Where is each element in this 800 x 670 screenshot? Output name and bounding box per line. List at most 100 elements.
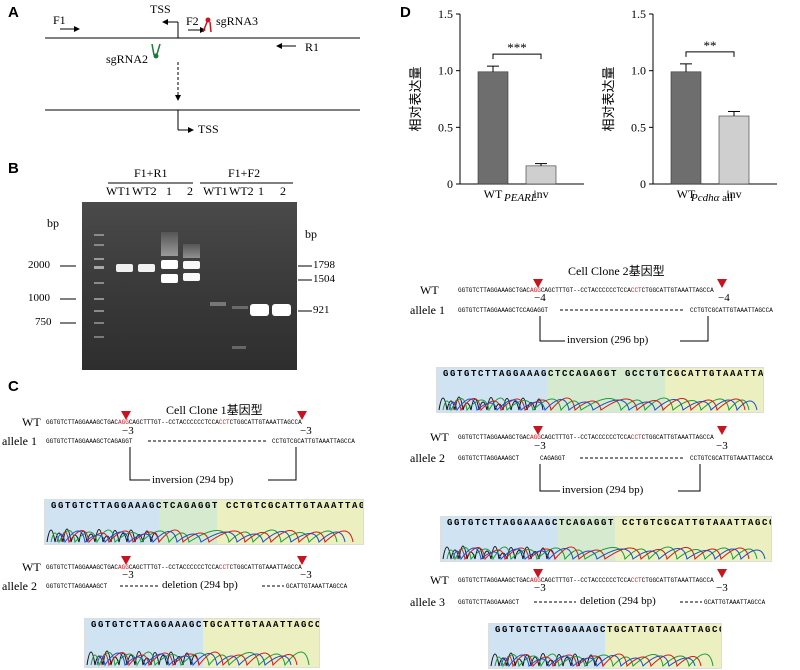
clone1-allele2-seq-right: GCATTGTAAATTAGCCA	[286, 583, 348, 590]
tss-top-label: TSS	[150, 2, 171, 16]
chromatogram-bases: GGTGTCTTAGGAAAGCTCAGAGGT CCTGTCGCATTGTAA…	[51, 501, 364, 511]
bp-right-label: bp	[305, 227, 317, 241]
clone1-allele1-seq-left: GGTGTCTTAGGAAAGCTCAGAGGT	[46, 438, 133, 445]
lane-label: 1	[258, 184, 264, 198]
clone1-cut-minus3: −3	[300, 569, 312, 581]
clone2-allele1-label: allele 1	[410, 303, 445, 317]
clone2-inversion296-label: inversion (296 bp)	[567, 334, 649, 346]
clone1-wt2-label: WT	[22, 560, 41, 574]
clone2-cut-minus4: −4	[534, 292, 546, 304]
trace-peaks	[442, 545, 766, 561]
y-tick-label: 1.0	[631, 64, 646, 78]
scissors-icon	[202, 17, 212, 33]
gel-group1-label: F1+R1	[134, 166, 168, 180]
sgrna2-label: sgRNA2	[106, 52, 149, 66]
clone1-inversion-label: inversion (294 bp)	[152, 474, 234, 486]
significance-label: **	[704, 38, 717, 53]
y-tick-label: 0.5	[438, 120, 453, 134]
clone2-allele2-seq-mid: CAGAGGT	[540, 455, 566, 462]
clone1-cut-minus3: −3	[122, 425, 134, 437]
band-label-1798: 1798	[313, 259, 335, 271]
lane-label: 2	[280, 184, 286, 198]
f1-label: F1	[53, 13, 66, 27]
band-label-1504: 1504	[313, 273, 335, 285]
y-tick-label: 0	[447, 177, 453, 191]
ladder-label-2000: 2000	[28, 259, 50, 271]
lane-label: WT1	[203, 184, 228, 198]
gel-image	[82, 202, 297, 370]
cut-arrow-icon	[533, 426, 543, 435]
y-tick-label: 1.5	[438, 7, 453, 21]
x-tick-label: WT	[677, 187, 696, 201]
chart1-xlabel: PEARL	[504, 192, 537, 204]
gel-group-lines	[108, 182, 293, 184]
ladder-label-1000: 1000	[28, 292, 50, 304]
trace-peaks	[438, 396, 758, 412]
lane-label: 1	[166, 184, 172, 198]
clone2-annotation-lines	[533, 279, 727, 603]
clone2-cut-minus3: −3	[716, 582, 728, 594]
cut-arrow-icon	[717, 569, 727, 578]
chromatogram-clone2-allele2: GGTGTCTTAGGAAAGCTCAGAGGT CCTGTCGCATTGTAA…	[440, 516, 772, 562]
gel-group2-label: F1+F2	[228, 166, 261, 180]
chromatogram-clone1-allele1: GGTGTCTTAGGAAAGCTCAGAGGT CCTGTCGCATTGTAA…	[44, 499, 364, 545]
cut-arrow-icon	[717, 279, 727, 288]
clone2-allele3-seq-left: GGTGTCTTAGGAAAGCT	[458, 599, 520, 606]
clone1-wt-sequence: GGTGTCTTAGGAAAGCTGACAGGCAGCTTTGT--CCTACC…	[46, 419, 302, 426]
ladder-label-750: 750	[35, 316, 52, 328]
lane-label: WT1	[106, 184, 131, 198]
clone1-allele1-seq-right: CCTGTCGCATTGTAAATTAGCCA	[272, 438, 355, 445]
r1-label: R1	[305, 40, 320, 54]
cut-arrow-icon	[533, 569, 543, 578]
trace-peaks	[46, 528, 354, 544]
clone1-wt2-sequence: GGTGTCTTAGGAAAGCTGACAGGCAGCTTTGT--CCTACC…	[46, 564, 302, 571]
clone2-allele3-label: allele 3	[410, 595, 445, 609]
panel-b-letter: B	[8, 160, 19, 177]
chromatogram-bases: GGTGTCTTAGGAAAGCTCCAGAGGT GCCTGTCGCATTGT…	[443, 369, 764, 379]
clone2-cut-minus3: −3	[534, 440, 546, 452]
chromatogram-bases: GGTGTCTTAGGAAAGCTCAGAGGT CCTGTCGCATTGTAA…	[447, 518, 772, 528]
y-tick-label: 0.5	[631, 120, 646, 134]
clone2-allele2-seq-right: CCTGTCGCATTGTAAATTAGCCA	[690, 455, 773, 462]
x-tick-label: WT	[484, 187, 503, 201]
clone2-cut-minus3: −3	[534, 582, 546, 594]
cut-arrow-icon	[297, 556, 307, 565]
clone2-cut-minus4: −4	[718, 292, 730, 304]
significance-label: ***	[507, 40, 527, 55]
clone1-wt-label: WT	[22, 415, 41, 429]
clone1-title: Cell Clone 1基因型	[166, 403, 263, 417]
clone2-allele1-seq-left: GGTGTCTTAGGAAAGCTCCAGAGGT	[458, 307, 549, 314]
clone1-deletion-label: deletion (294 bp)	[162, 579, 238, 591]
significance-bracket	[492, 53, 542, 60]
trace-peaks	[86, 650, 310, 667]
gel-tick-marks	[60, 265, 312, 324]
chromatogram-bases: GGTGTCTTAGGAAAGCTGCATTGTAAATTAGCCA	[91, 620, 320, 630]
clone2-wt2-label: WT	[430, 430, 449, 444]
chart2-xlabel: Pcdhα all	[691, 192, 734, 204]
lane-label: WT2	[229, 184, 254, 198]
panel-d-letter: D	[400, 4, 411, 21]
x-tick-label: inv	[533, 187, 548, 201]
clone2-inversion294-label: inversion (294 bp)	[562, 484, 644, 496]
clone2-allele3-seq-right: GCATTGTAAATTAGCCA	[704, 599, 766, 606]
lane-label: 2	[187, 184, 193, 198]
clone1-allele2-seq-left: GGTGTCTTAGGAAAGCT	[46, 583, 108, 590]
f2-label: F2	[186, 14, 199, 28]
chromatogram-clone2-allele1: GGTGTCTTAGGAAAGCTCCAGAGGT GCCTGTCGCATTGT…	[436, 367, 764, 413]
band-label-921: 921	[313, 304, 330, 316]
clone2-allele1-seq-right: CCTGTCGCATTGTAAATTAGCCA	[690, 307, 773, 314]
clone2-cut-minus3: −3	[716, 440, 728, 452]
clone2-deletion-label: deletion (294 bp)	[580, 595, 656, 607]
clone2-wt1-sequence: GGTGTCTTAGGAAAGCTGACAGGCAGCTTTGT--CCTACC…	[458, 287, 714, 294]
clone1-allele1-label: allele 1	[2, 434, 37, 448]
clone2-wt1-label: WT	[420, 283, 439, 297]
y-axis-label: 相对表达量	[408, 66, 423, 131]
sgrna3-label: sgRNA3	[216, 14, 259, 28]
clone2-wt3-sequence: GGTGTCTTAGGAAAGCTGACAGGCAGCTTTGT--CCTACC…	[458, 577, 714, 584]
chromatogram-clone1-allele2: GGTGTCTTAGGAAAGCTGCATTGTAAATTAGCCA	[84, 618, 320, 668]
clone1-allele2-label: allele 2	[2, 579, 37, 593]
clone2-allele2-seq-left: GGTGTCTTAGGAAAGCT	[458, 455, 520, 462]
chromatogram-bases: GGTGTCTTAGGAAAGCTGCATTGTAAATTAGCCA	[495, 625, 722, 635]
panel-a-diagram	[45, 17, 360, 133]
